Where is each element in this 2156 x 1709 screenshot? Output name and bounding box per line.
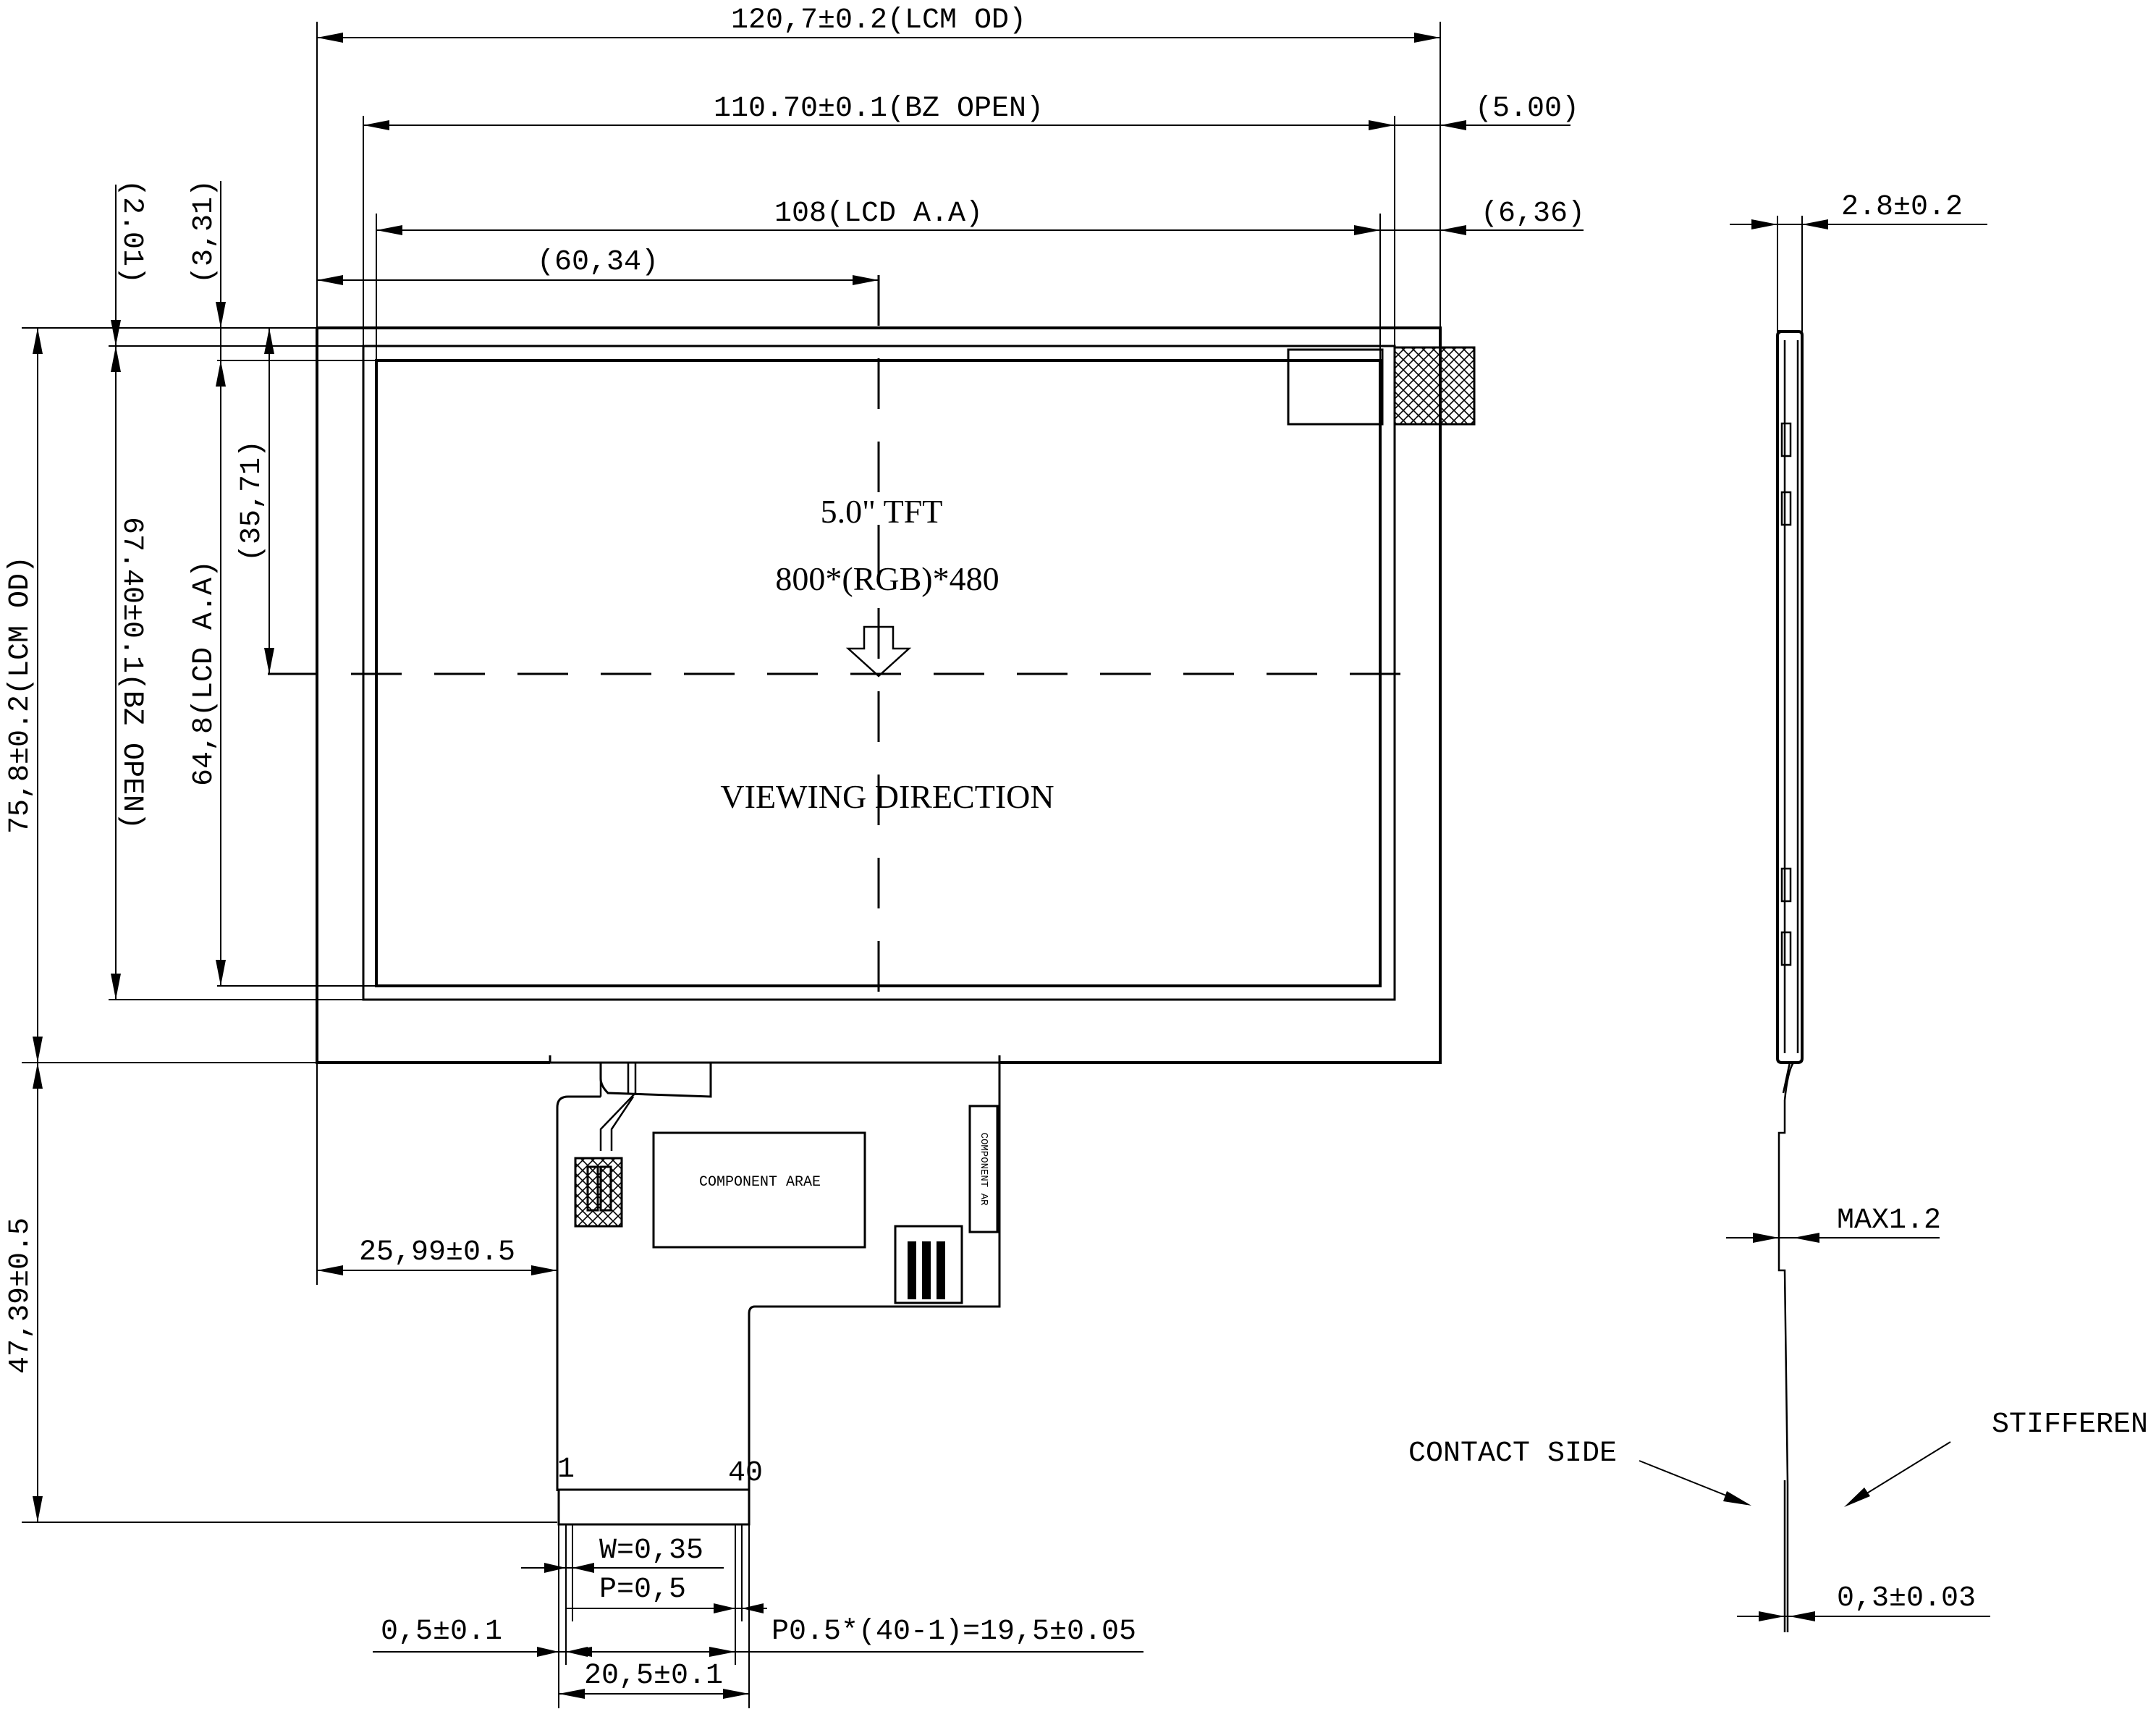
stiffener-label: STIFFEREN (1992, 1409, 2148, 1441)
panel-size-text: 5.0" TFT (821, 493, 943, 530)
pin-width-label: W=0,35 (599, 1535, 703, 1567)
fpc-connector-pins (557, 1488, 751, 1526)
side-fpc-thickness-label: 0,3±0.03 (1837, 1582, 1976, 1615)
edge-offset-label: 0,5±0.1 (381, 1616, 502, 1648)
fpc-component-bottom (894, 1225, 963, 1304)
dim-top-offset-bz: (2.01) (115, 180, 148, 284)
contact-side-label: CONTACT SIDE (1408, 1438, 1617, 1470)
side-view: 2.8±0.2 MAX1.2 CONTACT SIDE STIFFEREN 0,… (1408, 191, 2148, 1632)
pin-pitch-label: P=0,5 (599, 1574, 686, 1606)
viewing-direction-text: VIEWING DIRECTION (720, 778, 1054, 815)
connector-width-label: 20,5±0.1 (584, 1660, 723, 1692)
dim-lcd-aa-height: 64,8(LCD A.A) (188, 560, 221, 786)
side-thickness-label: 2.8±0.2 (1841, 191, 1963, 224)
pin-first-label: 1 (557, 1453, 575, 1486)
panel-tab-hatch (1393, 346, 1476, 426)
side-fpc-max-label: MAX1.2 (1837, 1204, 1941, 1237)
dim-bz-open-height: 67.40±0.1(BZ OPEN) (115, 517, 148, 830)
component-area-label: COMPONENT ARAE (699, 1174, 821, 1191)
dim-lcm-od-width: 120,7±0.2(LCM OD) (731, 4, 1026, 37)
component-area (652, 1131, 866, 1249)
pin-last-label: 40 (728, 1457, 763, 1490)
dim-bz-open-width: 110.70±0.1(BZ OPEN) (714, 93, 1044, 125)
side-fpc (1777, 1062, 1795, 1632)
fpc-neck (549, 1055, 1001, 1064)
dim-fpc-length: 47,39±0.5 (4, 1218, 37, 1374)
dim-lcm-od-height: 75,8±0.2(LCM OD) (4, 556, 37, 834)
dim-center-offset-x: (60,34) (537, 246, 659, 279)
front-view: 5.0" TFT 800*(RGB)*480 VIEWING DIRECTION… (4, 4, 1585, 1708)
panel-resolution-text: 800*(RGB)*480 (775, 560, 999, 597)
dim-top-offset-aa: (3,31) (188, 180, 221, 284)
pin-stripes (564, 1491, 744, 1523)
pitch-total-label: P0.5*(40-1)=19,5±0.05 (771, 1616, 1136, 1648)
fpc-outline (556, 1063, 1001, 1491)
fpc-component-tall (968, 1105, 999, 1233)
dim-lcd-aa-width: 108(LCD A.A) (774, 198, 983, 230)
viewing-direction-arrow (845, 625, 912, 678)
component-tall-label: COMPONENT AR (978, 1133, 989, 1206)
dim-right-offset-aa: (6,36) (1481, 198, 1585, 230)
panel-tab-outline (1287, 348, 1384, 426)
dim-center-offset-y: (35,71) (236, 440, 269, 562)
dim-fpc-offset-x: 25,99±0.5 (359, 1236, 515, 1269)
dim-right-offset-bz: (5.00) (1475, 93, 1579, 125)
